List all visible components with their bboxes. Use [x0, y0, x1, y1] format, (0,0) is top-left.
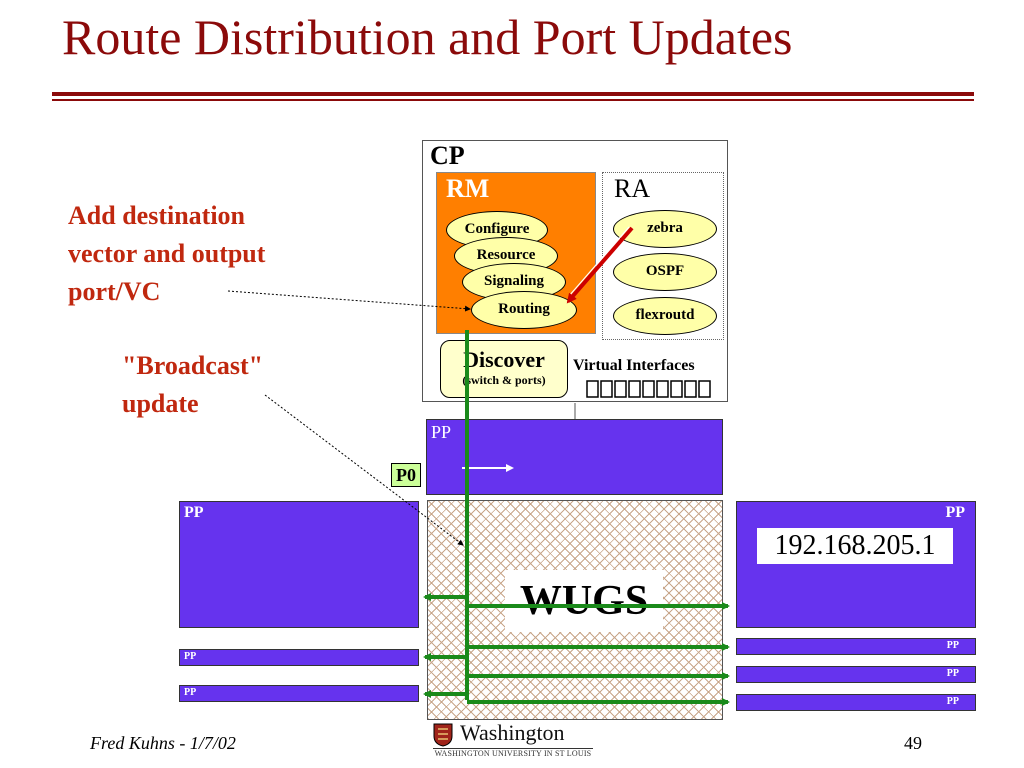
university-logo-text: Washington [460, 720, 565, 745]
callout-add-destination: Add destination vector and output port/V… [68, 197, 265, 311]
pp-label: PP [945, 504, 965, 521]
port-processor-right-small-3[interactable]: PP [736, 694, 976, 711]
port-p0-label: P0 [391, 463, 421, 487]
ra-ospf[interactable]: OSPF [613, 253, 717, 291]
pp-label: PP [946, 696, 959, 707]
rm-configure[interactable]: Configure [446, 211, 548, 249]
wugs-label: WUGS [505, 570, 663, 632]
slide-title: Route Distribution and Port Updates [62, 9, 793, 65]
virtual-interfaces-glyphs [586, 379, 714, 406]
callout-line: Add destination [68, 201, 245, 230]
discover-box[interactable]: Discover (switch & ports) [440, 340, 568, 398]
callout-line-broadcast [264, 394, 464, 546]
port-processor-right[interactable]: PP [736, 501, 976, 628]
discover-sublabel: (switch & ports) [462, 373, 546, 387]
port-processor-top[interactable]: PP [426, 419, 723, 495]
discover-label: Discover [463, 347, 545, 372]
rm-routing[interactable]: Routing [471, 291, 577, 329]
zebra-to-routing-arrow [570, 226, 634, 299]
port-processor-right-small-2[interactable]: PP [736, 666, 976, 683]
callout-line: "Broadcast" [122, 351, 264, 380]
callout-line: update [122, 389, 199, 418]
pp-label: PP [184, 687, 197, 698]
ra-flexroutd[interactable]: flexroutd [613, 297, 717, 335]
page-number: 49 [904, 733, 922, 753]
pp-label: PP [431, 422, 452, 442]
pp-label: PP [184, 651, 197, 662]
virtual-interface-boxes [586, 380, 711, 398]
ip-address: 192.168.205.1 [757, 528, 953, 564]
pp-label: PP [946, 668, 959, 679]
port-processor-left[interactable]: PP [179, 501, 419, 628]
ra-label: RA [614, 174, 651, 203]
callout-line-add-destination [227, 290, 471, 312]
pp-label: PP [184, 504, 204, 521]
footer-author: Fred Kuhns - 1/7/02 [90, 733, 236, 753]
callout-broadcast: "Broadcast" update [122, 347, 263, 423]
callout-line: port/VC [68, 277, 161, 306]
pp-label: PP [946, 640, 959, 651]
title-rule-thin [52, 99, 974, 101]
port-processor-left-small-2[interactable]: PP [179, 685, 419, 702]
rm-label: RM [446, 174, 490, 203]
university-logo-subtext: WASHINGTON UNIVERSITY IN ST LOUIS [433, 748, 593, 758]
virtual-interfaces-label: Virtual Interfaces [573, 357, 695, 374]
callout-line: vector and output [68, 239, 266, 268]
university-shield-icon [433, 723, 453, 752]
route-distribution-paths [423, 330, 730, 706]
title-rule-thick [52, 92, 974, 96]
cp-label: CP [430, 141, 465, 170]
port-processor-left-small-1[interactable]: PP [179, 649, 419, 666]
port-processor-right-small-1[interactable]: PP [736, 638, 976, 655]
